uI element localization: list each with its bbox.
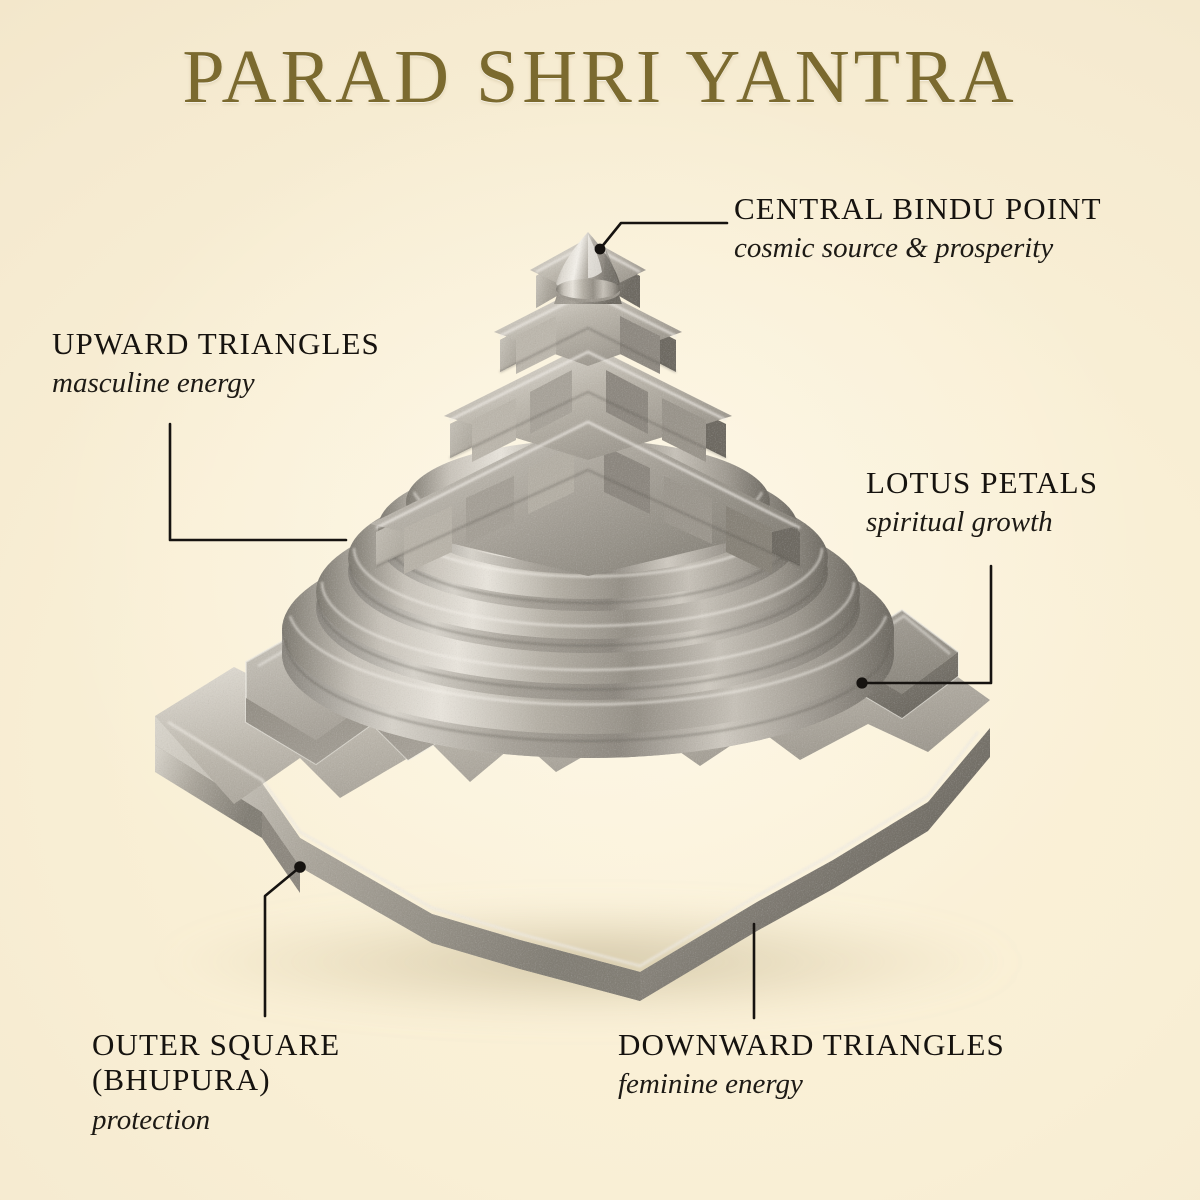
callout-title-bindu: CENTRAL BINDU POINT xyxy=(734,191,1102,226)
callout-subtitle-upward: masculine energy xyxy=(52,366,255,399)
leader-bindu xyxy=(598,221,729,251)
leader-upward xyxy=(168,422,348,542)
leader-dot-bindu xyxy=(594,243,606,255)
callout-title-outer-line1: OUTER SQUARE xyxy=(92,1027,341,1062)
callout-title-lotus: LOTUS PETALS xyxy=(866,465,1099,500)
callout-subtitle-lotus: spiritual growth xyxy=(866,505,1053,538)
callout-title-upward: UPWARD TRIANGLES xyxy=(52,326,380,361)
callout-title-outer-line2: (BHUPURA) xyxy=(92,1061,271,1097)
leader-dot-outer-square xyxy=(294,861,306,873)
callout-subtitle-outer: protection xyxy=(92,1104,211,1137)
callout-upward-triangles: UPWARD TRIANGLES masculine energy xyxy=(52,326,380,401)
leader-dot-lotus xyxy=(856,677,868,689)
page-title: PARAD SHRI YANTRA xyxy=(182,35,1018,119)
callout-downward-triangles: DOWNWARD TRIANGLES feminine energy xyxy=(618,1027,1005,1102)
callout-title-downward: DOWNWARD TRIANGLES xyxy=(618,1027,1005,1062)
callout-subtitle-bindu: cosmic source & prosperity xyxy=(734,231,1054,264)
callout-central-bindu-point: CENTRAL BINDU POINT cosmic source & pros… xyxy=(734,191,1102,266)
callout-subtitle-downward: feminine energy xyxy=(618,1067,803,1100)
leader-outer-square xyxy=(263,865,302,1018)
callout-outer-square-bhupura: OUTER SQUARE (BHUPURA) protection xyxy=(92,1027,341,1138)
callout-lotus-petals: LOTUS PETALS spiritual growth xyxy=(866,465,1099,540)
leader-lotus xyxy=(860,564,993,685)
